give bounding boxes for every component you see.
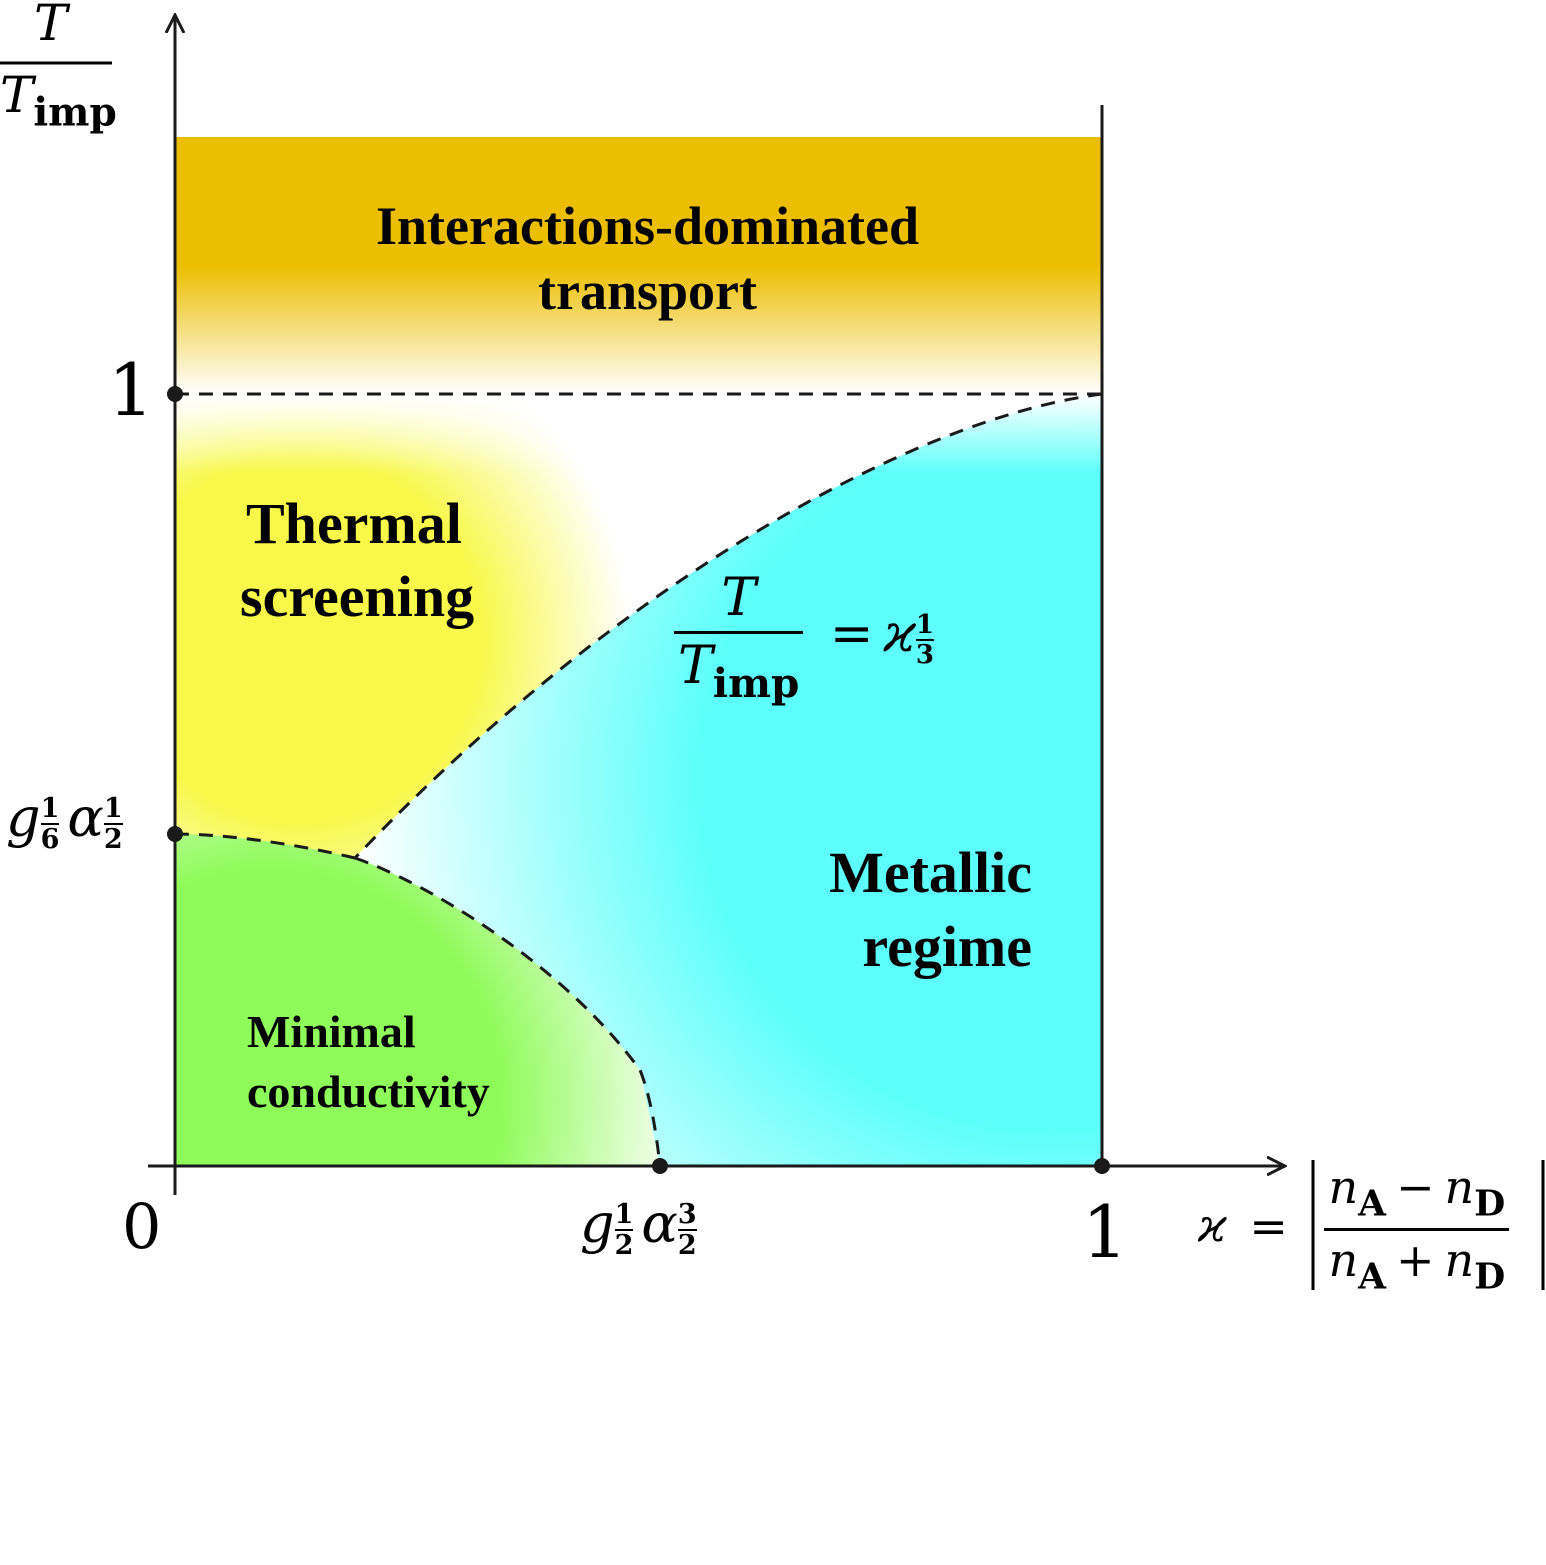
abs-bars [1311,1160,1545,1290]
tick-label-y-one: 1 [108,348,154,432]
tick-points [167,386,1110,1174]
point-x-mid [652,1158,668,1174]
metallic-region-label: Metallic regime [829,840,1032,979]
y-axis-label-numerator: T [34,0,68,52]
thermal-region-fill [175,394,1102,858]
minimal-region-label: Minimal conductivity [247,1006,490,1117]
boundary-curves [174,392,1103,1167]
boundary-minimal-metallic [354,856,662,1167]
thermal-fade [175,394,1102,474]
point-x-one [1094,1158,1110,1174]
x-axis-label-fraction: nA−nD nA+nD [1324,1162,1510,1297]
boundary-kappa-one-third [353,392,1103,860]
point-y-mid [167,826,183,842]
x-axis-label: ϰ = nA−nD nA+nD [1198,1162,1510,1297]
interactions-region-label: Interactions-dominated transport [376,196,919,321]
interactions-region-fill [175,137,1102,394]
point-y-one [167,386,183,402]
minimal-region-fill [175,834,660,1166]
y-axis-label-denominator: Timp [0,66,117,136]
region-fills [175,137,1102,1166]
curve-label-fraction: T Timp [674,569,804,706]
tick-label-origin: 0 [122,1190,162,1263]
thermal-region-label: Thermal screening [240,491,475,629]
tick-label-x-one: 1 [1082,1190,1128,1274]
metallic-region-fill [355,394,1102,1166]
